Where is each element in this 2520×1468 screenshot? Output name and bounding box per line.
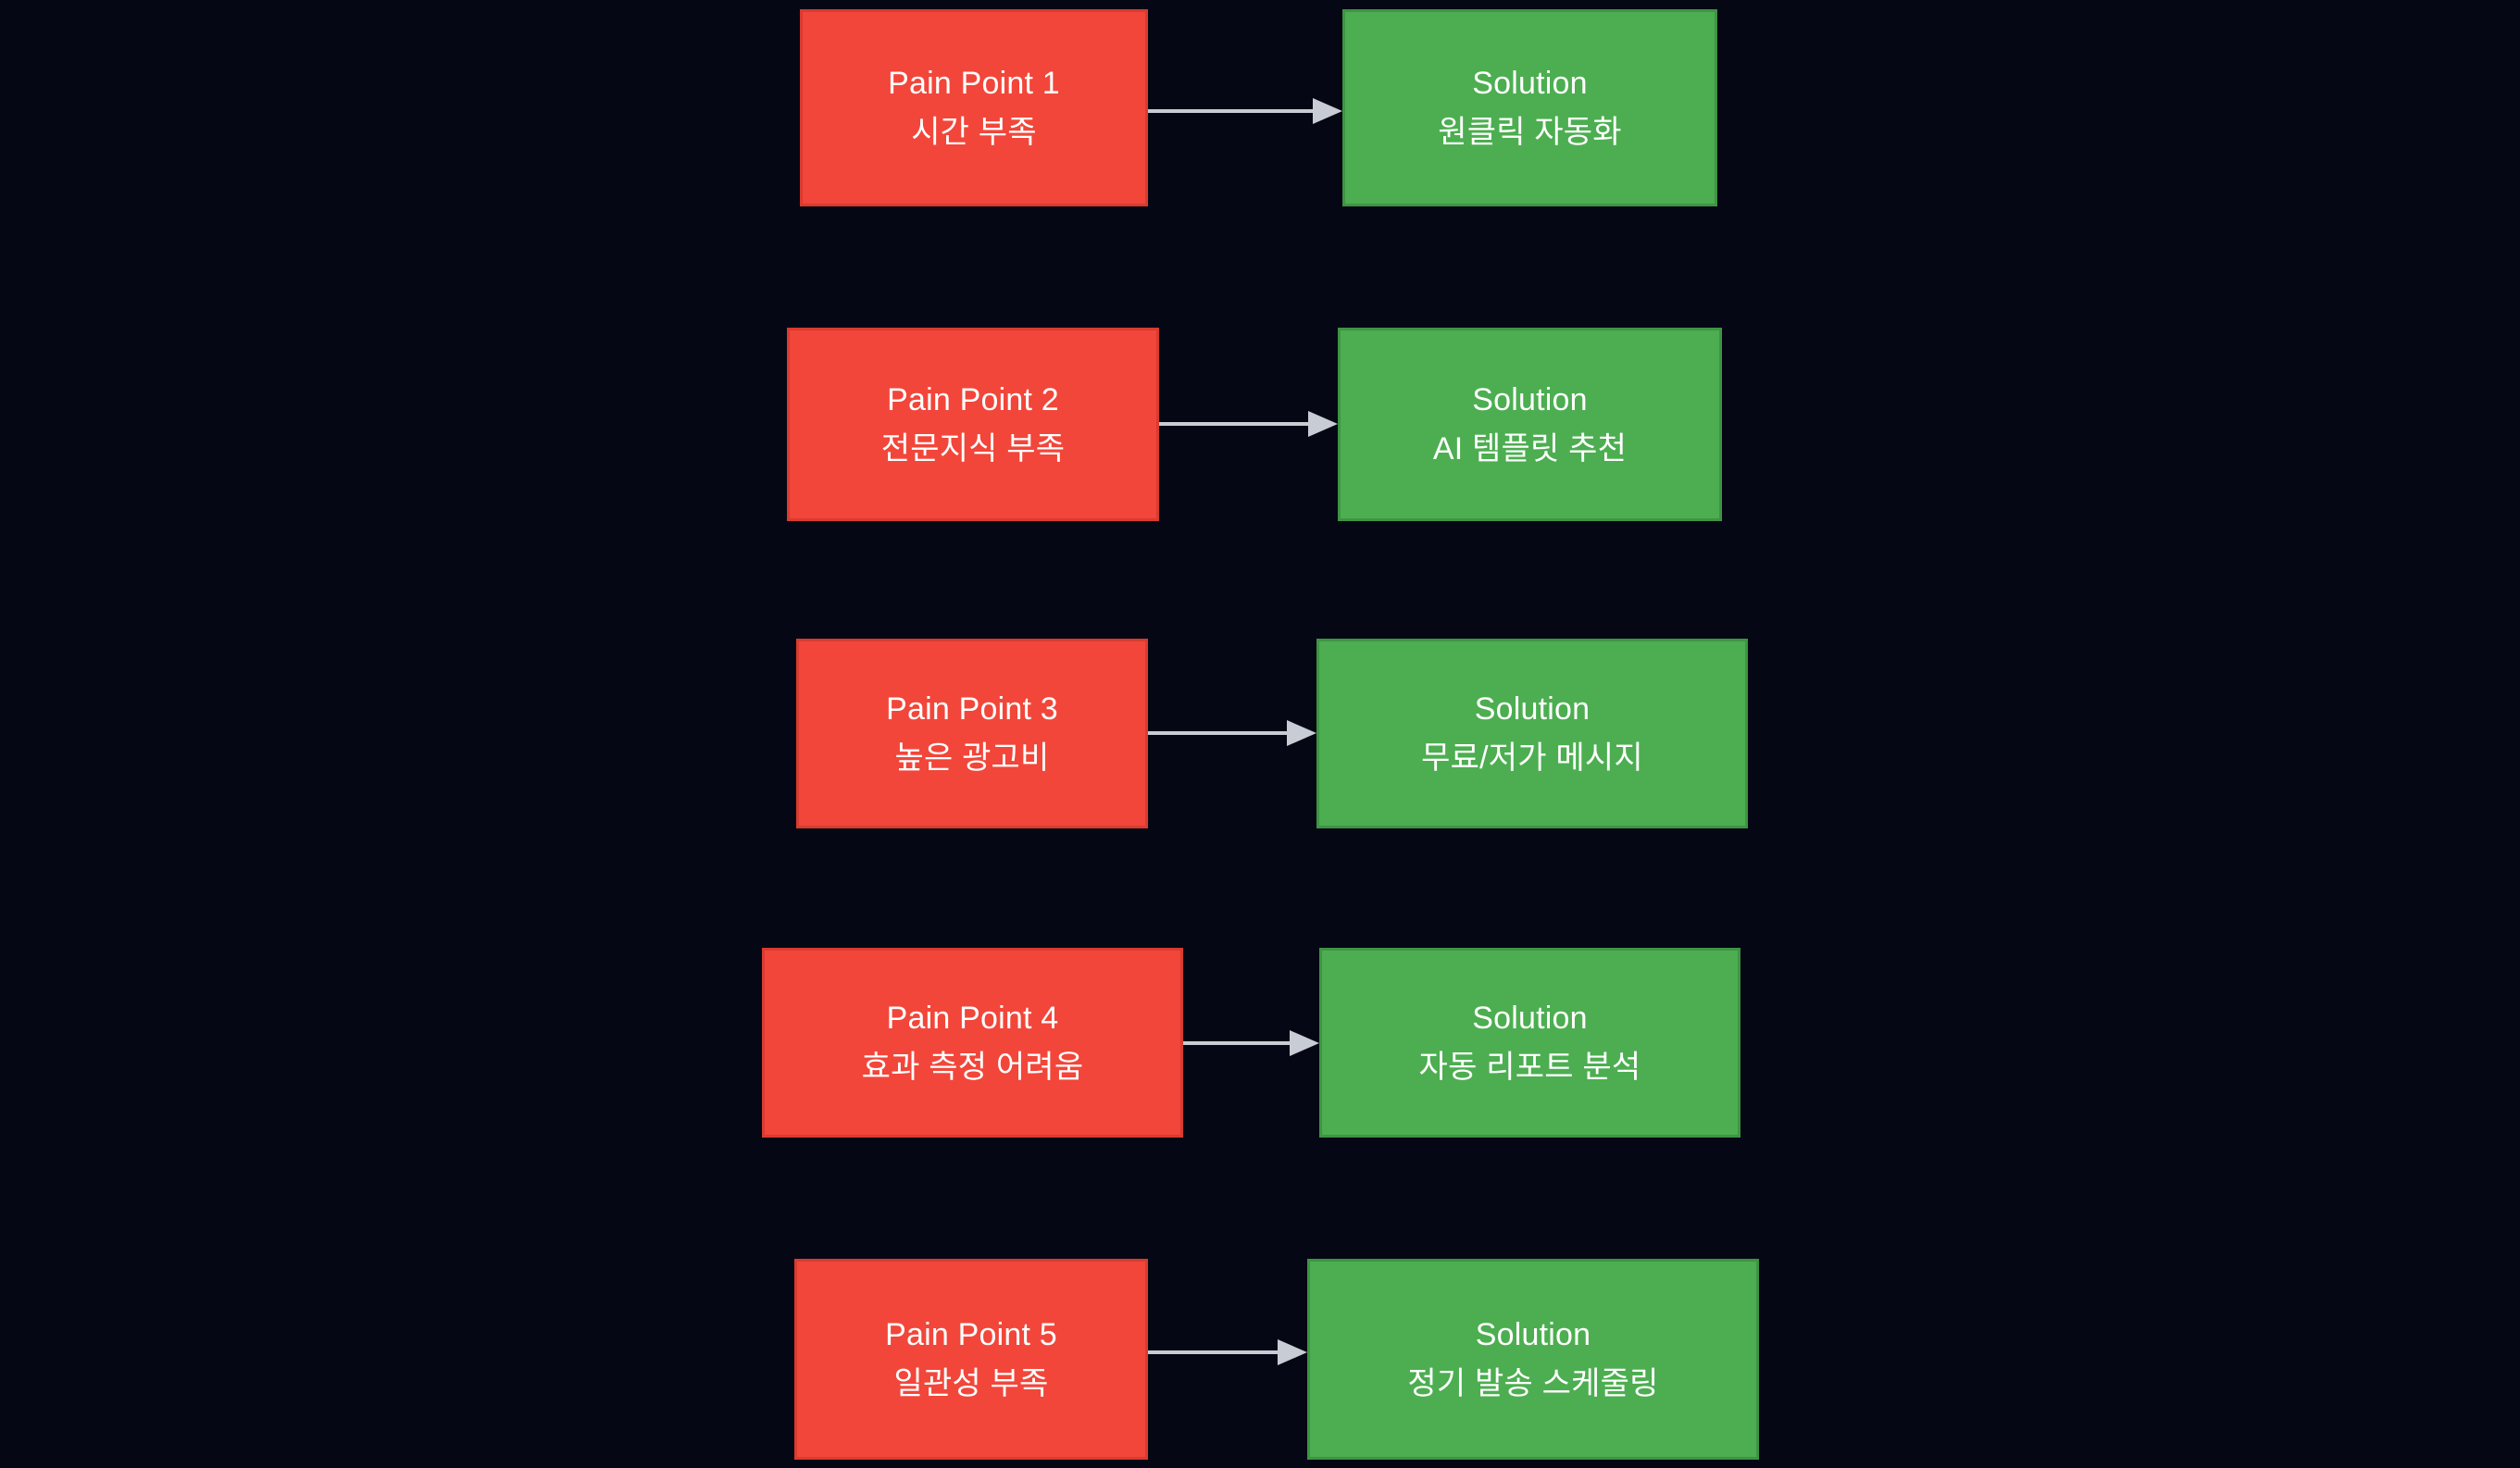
pain-point-node-4[interactable]: Pain Point 4 효과 측정 어려움	[762, 948, 1183, 1138]
solution-detail-3: 무료/저가 메시지	[1421, 740, 1643, 776]
arrow-icon	[1148, 98, 1342, 124]
pain-point-node-5[interactable]: Pain Point 5 일관성 부족	[794, 1259, 1148, 1460]
solution-title-2: Solution	[1472, 381, 1588, 417]
solution-node-5[interactable]: Solution 정기 발송 스케줄링	[1307, 1259, 1759, 1460]
solution-detail-2: AI 템플릿 추천	[1432, 431, 1628, 467]
pain-point-node-3[interactable]: Pain Point 3 높은 광고비	[796, 639, 1148, 828]
arrow-connector-3	[1148, 715, 1316, 752]
pain-point-title-4: Pain Point 4	[886, 1000, 1059, 1036]
solution-node-1[interactable]: Solution 원클릭 자동화	[1342, 9, 1717, 206]
solution-node-3[interactable]: Solution 무료/저가 메시지	[1316, 639, 1748, 828]
arrow-connector-1	[1148, 93, 1342, 130]
solution-detail-4: 자동 리포트 분석	[1418, 1050, 1641, 1085]
arrow-connector-2	[1159, 405, 1338, 442]
pain-point-title-1: Pain Point 1	[888, 65, 1060, 101]
pain-point-detail-2: 전문지식 부족	[880, 431, 1066, 467]
solution-node-4[interactable]: Solution 자동 리포트 분석	[1319, 948, 1740, 1138]
solution-title-1: Solution	[1472, 65, 1588, 101]
pain-point-detail-3: 높은 광고비	[894, 740, 1050, 776]
arrow-icon	[1148, 1339, 1307, 1365]
solution-node-2[interactable]: Solution AI 템플릿 추천	[1338, 328, 1722, 521]
pain-point-node-2[interactable]: Pain Point 2 전문지식 부족	[787, 328, 1159, 521]
pain-point-node-1[interactable]: Pain Point 1 시간 부족	[800, 9, 1148, 206]
pain-point-title-3: Pain Point 3	[886, 690, 1058, 727]
solution-title-4: Solution	[1472, 1000, 1588, 1036]
arrow-connector-4	[1183, 1025, 1319, 1062]
pain-point-detail-1: 시간 부족	[911, 115, 1037, 150]
solution-detail-1: 원클릭 자동화	[1438, 115, 1622, 150]
arrow-icon	[1148, 720, 1316, 746]
arrow-icon	[1159, 411, 1338, 437]
pain-point-title-5: Pain Point 5	[885, 1316, 1057, 1352]
solution-detail-5: 정기 발송 스케줄링	[1407, 1366, 1659, 1401]
solution-title-5: Solution	[1475, 1316, 1591, 1352]
arrow-icon	[1183, 1030, 1319, 1056]
pain-point-title-2: Pain Point 2	[887, 381, 1059, 417]
arrow-connector-5	[1148, 1334, 1307, 1371]
flow-row-1: Pain Point 1 시간 부족 Solution 원클릭 자동화	[0, 0, 2520, 218]
pain-point-detail-4: 효과 측정 어려움	[861, 1050, 1084, 1085]
pain-point-detail-5: 일관성 부족	[893, 1366, 1049, 1401]
solution-title-3: Solution	[1474, 690, 1591, 727]
